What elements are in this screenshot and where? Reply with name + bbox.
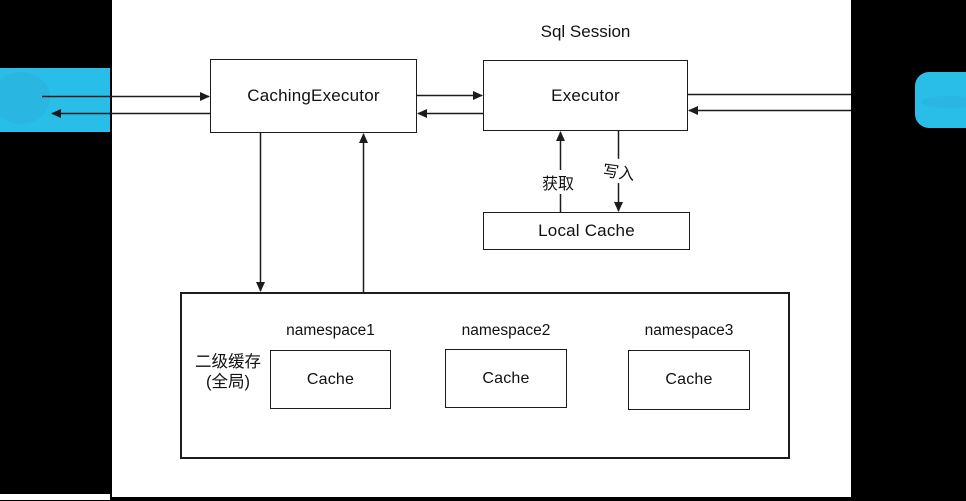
node-cache-namespace3: Cache — [628, 350, 750, 410]
namespace3-label: namespace3 — [644, 322, 734, 339]
second-level-cache-label: 二级缓存 (全局) — [183, 352, 273, 392]
edge-label-get: 获取 — [540, 170, 577, 194]
node-executor: Executor — [483, 60, 688, 131]
node-executor-label: Executor — [551, 85, 620, 105]
node-cache2-label: Cache — [482, 369, 530, 387]
canvas-bottom-sliver — [0, 494, 110, 500]
node-local-cache-label: Local Cache — [538, 221, 635, 240]
node-cache1-label: Cache — [306, 370, 355, 388]
node-caching-executor: CachingExecutor — [210, 59, 417, 133]
node-cache-namespace1: Cache — [270, 350, 391, 409]
database-icon — [915, 72, 966, 128]
client-icon — [0, 68, 110, 132]
database-icon-detail — [921, 96, 966, 108]
namespace2-label: namespace2 — [461, 322, 551, 339]
node-cache3-label: Cache — [665, 371, 713, 388]
client-icon-detail — [0, 72, 50, 124]
edge-label-write: 写入 — [599, 156, 639, 186]
second-level-cache-label-line2: (全局) — [206, 373, 250, 391]
node-caching-executor-label: CachingExecutor — [247, 86, 380, 105]
namespace1-label: namespace1 — [286, 322, 375, 339]
node-local-cache: Local Cache — [483, 212, 690, 250]
second-level-cache-label-line1: 二级缓存 — [195, 353, 261, 371]
node-cache-namespace2: Cache — [445, 349, 567, 408]
sql-session-title: Sql Session — [540, 22, 631, 41]
